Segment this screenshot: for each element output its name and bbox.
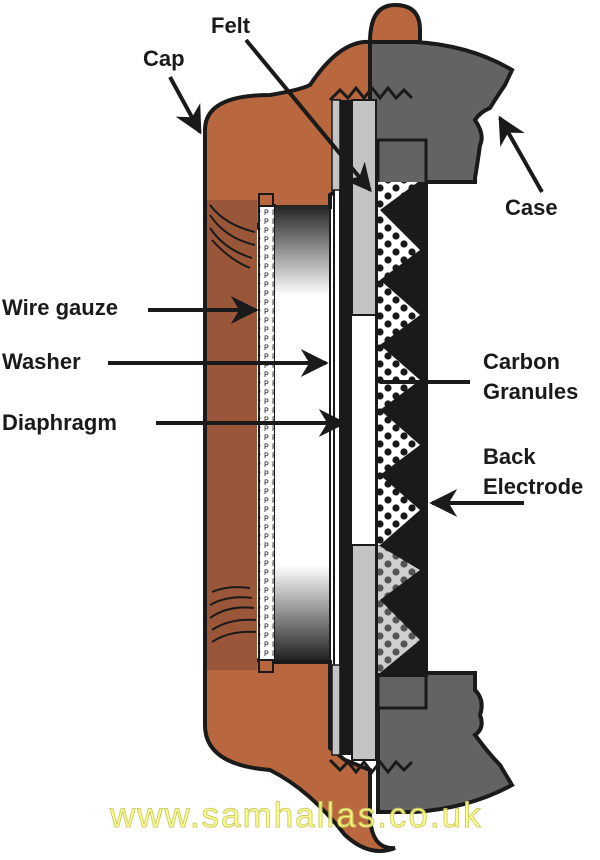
felt-bottom	[351, 544, 377, 761]
wire-gauze	[258, 204, 276, 661]
label-carbon-granules: Carbon Granules	[483, 348, 578, 405]
watermark: www.samhallas.co.uk	[110, 796, 483, 836]
cap-texture	[209, 204, 257, 643]
washer-bottom	[275, 565, 330, 660]
felt-top	[351, 99, 377, 316]
label-cap: Cap	[143, 46, 185, 71]
case-top-block	[376, 138, 428, 186]
thread-bottom	[328, 758, 414, 775]
label-back-line1: Back	[483, 444, 536, 469]
cap-inner-wall	[205, 200, 257, 670]
label-felt: Felt	[211, 13, 251, 38]
cap	[367, 2, 422, 44]
label-diaphragm: Diaphragm	[2, 410, 117, 435]
label-washer: Washer	[2, 349, 81, 374]
label-wire-gauze: Wire gauze	[2, 295, 118, 320]
arrows	[108, 38, 544, 517]
thread-top	[328, 85, 414, 102]
label-carbon-line2: Granules	[483, 379, 579, 404]
washer-middle	[275, 295, 330, 565]
carbon-granules	[378, 182, 420, 545]
case-bottom-block	[376, 671, 428, 710]
washer-top	[275, 205, 330, 295]
carbon-granules-lower	[378, 545, 420, 673]
label-case: Case	[505, 195, 558, 220]
cap-arrow	[168, 76, 202, 135]
felt-arrow	[244, 38, 372, 193]
case-arrow	[498, 115, 544, 193]
diaphragm-dark	[340, 100, 352, 755]
label-back-electrode: Back Electrode	[483, 443, 583, 500]
label-back-line2: Electrode	[483, 474, 584, 499]
label-carbon-line1: Carbon	[483, 349, 560, 374]
